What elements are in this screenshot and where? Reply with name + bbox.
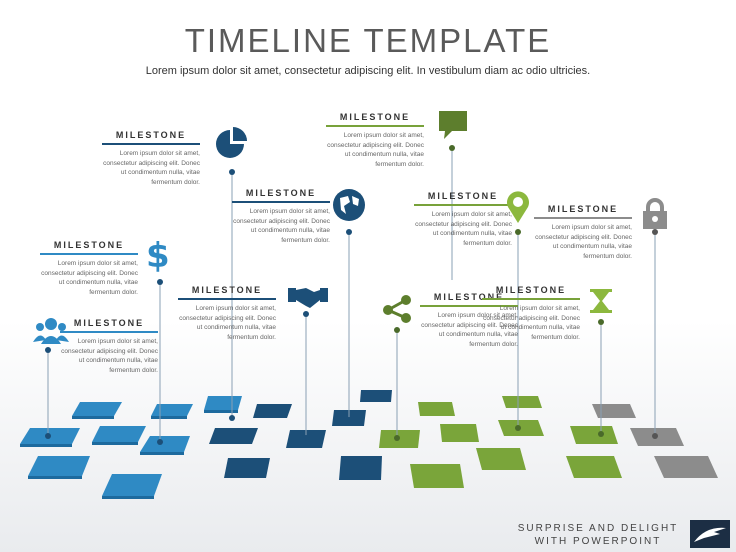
milestone-2-rule	[40, 253, 138, 255]
milestone-1-text: Lorem ipsum dolor sit amet, consectetur …	[61, 338, 158, 374]
chat-bubble-icon	[439, 111, 467, 139]
milestone-7-text: Lorem ipsum dolor sit amet, consectetur …	[421, 312, 518, 348]
milestone-6: MILESTONE Lorem ipsum dolor sit amet, co…	[326, 112, 424, 169]
globe-icon	[333, 189, 365, 221]
milestone-3-text: Lorem ipsum dolor sit amet, consectetur …	[103, 150, 200, 186]
milestone-9-rule	[482, 298, 580, 300]
milestone-6-label: MILESTONE	[339, 112, 411, 122]
milestone-9-label: MILESTONE	[495, 285, 567, 295]
lock-icon	[643, 198, 667, 229]
milestone-2-label: MILESTONE	[53, 240, 125, 250]
footer-line-2: WITH POWERPOINT	[534, 536, 662, 547]
milestone-1: MILESTONE Lorem ipsum dolor sit amet, co…	[60, 318, 158, 375]
milestone-8-rule	[414, 204, 512, 206]
handshake-icon	[288, 288, 328, 308]
milestone-9-text: Lorem ipsum dolor sit amet, consectetur …	[483, 305, 580, 341]
milestone-4-rule	[178, 298, 276, 300]
milestone-4-text: Lorem ipsum dolor sit amet, consectetur …	[179, 305, 276, 341]
milestone-5-rule	[232, 201, 330, 203]
milestone-5: MILESTONE Lorem ipsum dolor sit amet, co…	[232, 188, 330, 245]
milestone-5-label: MILESTONE	[245, 188, 317, 198]
pin-lines	[47, 148, 656, 442]
milestone-3-label: MILESTONE	[115, 130, 187, 140]
milestone-2-text: Lorem ipsum dolor sit amet, consectetur …	[41, 260, 138, 296]
footer-tagline: SURPRISE AND DELIGHT WITH POWERPOINT	[510, 522, 686, 548]
milestone-8-label: MILESTONE	[427, 191, 499, 201]
milestone-1-label: MILESTONE	[73, 318, 145, 328]
milestone-4: MILESTONE Lorem ipsum dolor sit amet, co…	[178, 285, 276, 342]
milestone-10-label: MILESTONE	[547, 204, 619, 214]
share-icon	[383, 295, 411, 323]
pin-dots	[45, 145, 658, 445]
tiles-blue-light	[20, 396, 242, 496]
milestone-3: MILESTONE Lorem ipsum dolor sit amet, co…	[102, 130, 200, 187]
milestone-7: MILESTONE Lorem ipsum dolor sit amet, co…	[420, 292, 518, 349]
dollar-icon: $	[146, 236, 170, 276]
milestone-3-rule	[102, 143, 200, 145]
milestone-1-rule	[60, 331, 158, 333]
milestone-10: MILESTONE Lorem ipsum dolor sit amet, co…	[534, 204, 632, 261]
milestone-7-rule	[420, 305, 518, 307]
pie-chart-icon	[216, 127, 247, 158]
milestone-8-text: Lorem ipsum dolor sit amet, consectetur …	[415, 211, 512, 247]
page-subtitle: Lorem ipsum dolor sit amet, consectetur …	[145, 65, 591, 77]
tiles-blue-dark	[209, 390, 392, 480]
footer-line-1: SURPRISE AND DELIGHT	[517, 523, 679, 534]
milestone-6-rule	[326, 125, 424, 127]
tiles-green	[379, 396, 622, 488]
milestone-5-text: Lorem ipsum dolor sit amet, consectetur …	[233, 208, 330, 244]
milestone-6-text: Lorem ipsum dolor sit amet, consectetur …	[327, 132, 424, 168]
map-pin-icon	[507, 191, 529, 223]
page-title: TIMELINE TEMPLATE	[184, 22, 552, 59]
milestone-9: MILESTONE Lorem ipsum dolor sit amet, co…	[482, 285, 580, 342]
milestone-10-rule	[534, 217, 632, 219]
hourglass-icon	[590, 289, 612, 313]
people-icon	[33, 318, 69, 344]
milestone-4-label: MILESTONE	[191, 285, 263, 295]
milestone-2: MILESTONE Lorem ipsum dolor sit amet, co…	[40, 240, 138, 297]
brand-logo-icon	[690, 520, 730, 548]
milestone-7-label: MILESTONE	[433, 292, 505, 302]
milestone-8: MILESTONE Lorem ipsum dolor sit amet, co…	[414, 191, 512, 248]
milestone-10-text: Lorem ipsum dolor sit amet, consectetur …	[535, 224, 632, 260]
